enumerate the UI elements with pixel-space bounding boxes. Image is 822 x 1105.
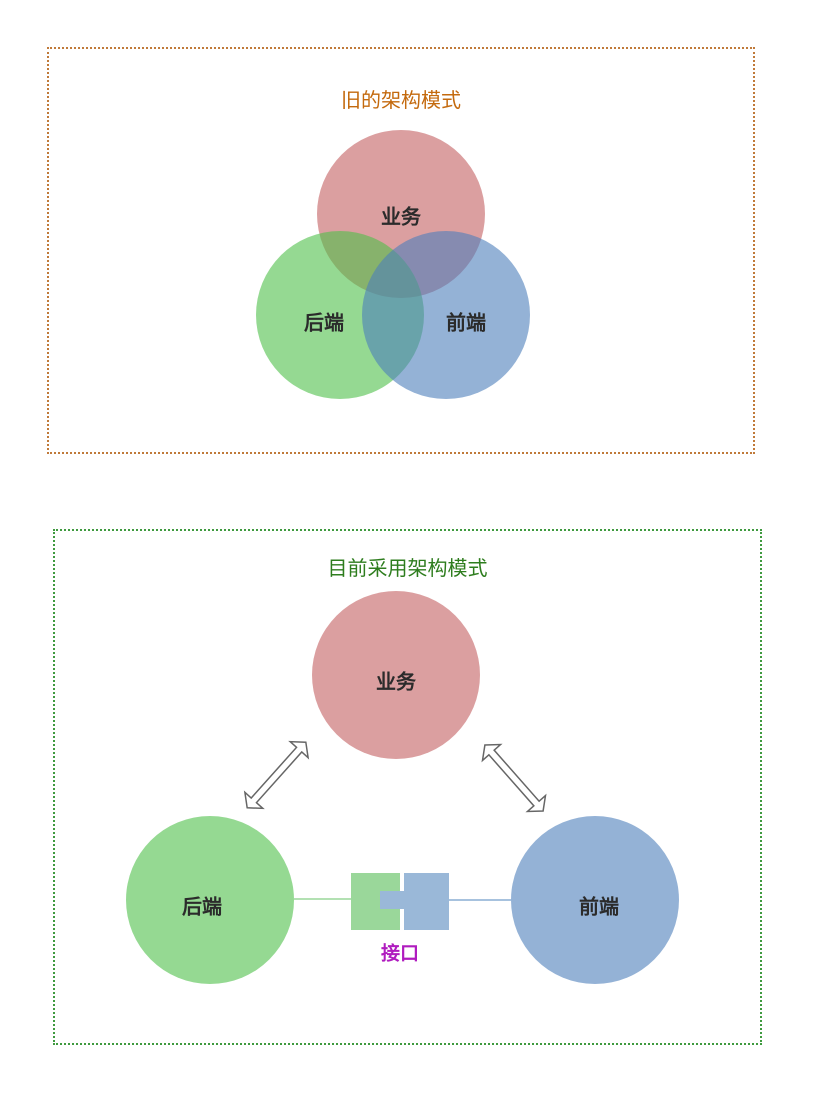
new-backend-circle [126, 816, 294, 984]
interface-blue-tab [380, 891, 404, 909]
old-frontend-circle [362, 231, 530, 399]
new-business-circle [312, 591, 480, 759]
new-architecture-panel: 目前采用架构模式 [53, 529, 762, 1045]
new-frontend-circle [511, 816, 679, 984]
old-backend-label: 后端 [304, 310, 344, 335]
interface-blue-block [404, 873, 449, 930]
interface-label: 接口 [380, 942, 420, 965]
old-architecture-panel: 旧的架构模式 [47, 47, 755, 454]
left-double-arrow [243, 740, 310, 810]
old-architecture-title: 旧的架构模式 [341, 88, 461, 112]
new-business-label: 业务 [376, 669, 416, 694]
old-frontend-label: 前端 [446, 310, 486, 335]
old-business-label: 业务 [381, 204, 421, 229]
new-architecture-title: 目前采用架构模式 [327, 556, 488, 580]
new-backend-label: 后端 [182, 894, 222, 919]
right-double-arrow [481, 743, 547, 813]
new-frontend-label: 前端 [579, 894, 619, 919]
